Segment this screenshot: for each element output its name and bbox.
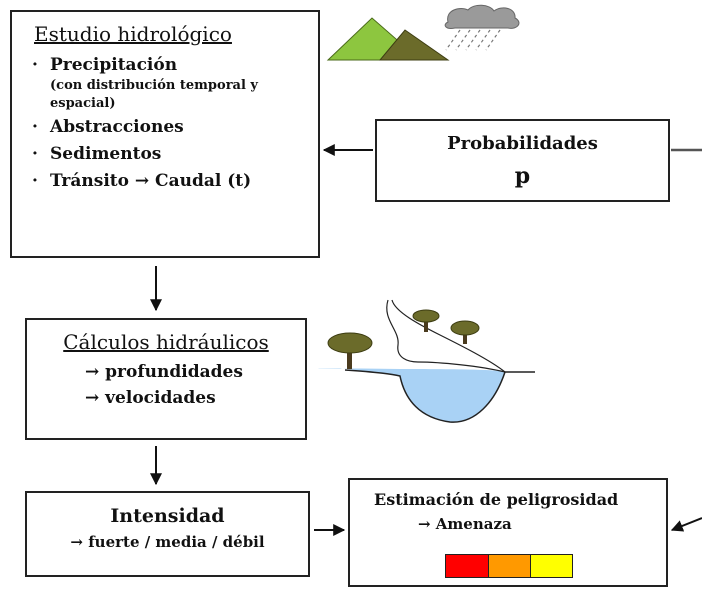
cloud [444,4,520,29]
hazard-result: → Amenaza [418,515,512,533]
hydrologic-study-title: Estudio hidrológico [34,22,232,46]
arrow-into-hazard-right [670,517,702,532]
tree-mid-crown [412,309,440,323]
water-body [318,368,518,423]
hazard-low-swatch [530,555,572,577]
hazard-title: Estimación de peligrosidad [374,490,619,509]
riverbed [344,369,535,423]
probability-symbol: p [514,163,531,189]
intensity-box: Intensidad → fuerte / media / débil [25,491,310,577]
tree-right-crown [450,320,480,336]
list-item-precipitation: ·Precipitación [32,55,178,75]
probabilities-box: Probabilidades p [375,119,670,202]
precipitation-note-row: (con distribución temporal y espacial) [26,77,316,113]
mountain-back [378,29,450,61]
intensity-title: Intensidad [110,505,225,527]
bank-slope-2 [391,299,506,373]
hydraulic-calc-title: Cálculos hidráulicos [63,330,269,354]
hydrologic-study-box: Estudio hidrológico ·Precipitación (con … [10,10,320,258]
hazard-medium-swatch [488,555,530,577]
list-item-transit-flow: ·Tránsito → Caudal (t) [32,171,252,191]
list-item-abstractions: ·Abstracciones [32,117,184,137]
hydraulic-calc-box: Cálculos hidráulicos → profundidades → v… [25,318,307,440]
hazard-color-scale [445,554,573,578]
precipitation-note: (con distribución temporal y espacial) [50,78,258,111]
river-section-illustration [318,299,535,423]
depths-item: → profundidades [85,362,243,382]
velocities-item: → velocidades [85,388,216,408]
bank-slope [386,299,506,373]
hydrologic-study-list: ·Precipitación (con distribución tempora… [26,54,316,193]
rain-lines [445,29,501,51]
list-item-sediments: ·Sedimentos [32,144,162,164]
probabilities-title: Probabilidades [447,133,598,154]
tree-left-crown [327,332,373,354]
intensity-scale: → fuerte / media / débil [70,533,265,551]
hazard-estimation-box: Estimación de peligrosidad → Amenaza [348,478,668,587]
hazard-high-swatch [446,555,488,577]
mountains-rain-illustration [326,4,520,61]
